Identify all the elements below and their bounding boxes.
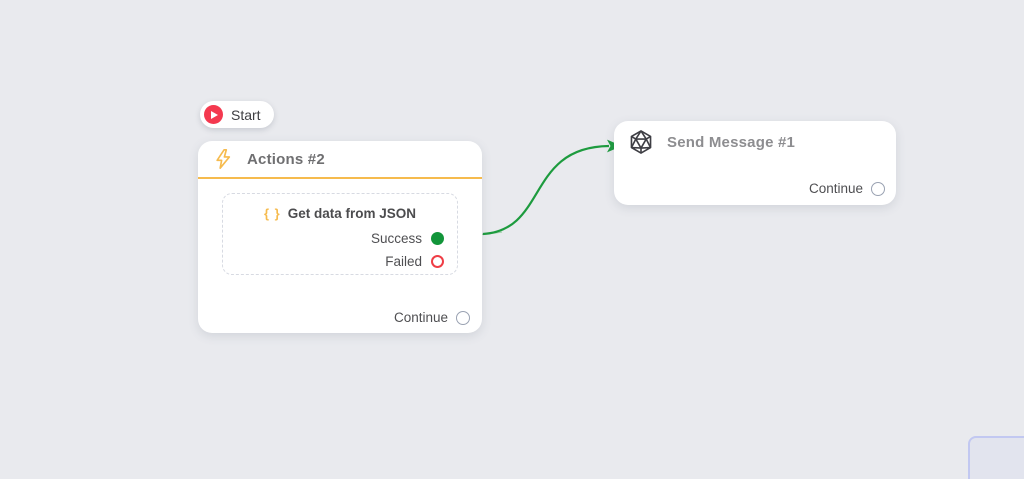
braces-icon: { } bbox=[263, 205, 281, 221]
success-port-row: Success bbox=[223, 227, 457, 250]
action-item-label: Get data from JSON bbox=[287, 205, 416, 221]
action-item-get-data-from-json[interactable]: { } Get data from JSON Success Failed bbox=[222, 193, 458, 275]
failed-port[interactable] bbox=[431, 255, 444, 268]
failed-port-label: Failed bbox=[385, 254, 422, 269]
failed-port-row: Failed bbox=[223, 250, 457, 273]
actions-node-header: Actions #2 bbox=[198, 141, 482, 179]
actions-continue-port[interactable] bbox=[456, 310, 470, 325]
send-message-node-title: Send Message #1 bbox=[667, 133, 796, 151]
actions-continue-row: Continue bbox=[394, 310, 470, 325]
message-continue-label: Continue bbox=[808, 181, 863, 196]
lightning-icon bbox=[212, 146, 234, 172]
actions-continue-label: Continue bbox=[393, 310, 448, 325]
message-continue-row: Continue bbox=[809, 181, 885, 196]
actions-node-title: Actions #2 bbox=[247, 150, 325, 168]
start-label: Start bbox=[231, 106, 261, 123]
success-port[interactable] bbox=[431, 232, 444, 245]
action-item-title-row: { } Get data from JSON bbox=[223, 199, 457, 227]
message-continue-port[interactable] bbox=[871, 181, 885, 196]
start-node[interactable]: Start bbox=[200, 101, 274, 128]
icosahedron-icon bbox=[628, 129, 654, 155]
send-message-node-header: Send Message #1 bbox=[614, 121, 896, 163]
actions-node[interactable]: Actions #2 { } Get data from JSON Succes… bbox=[198, 141, 482, 333]
connection-success-to-send-message[interactable] bbox=[482, 144, 610, 236]
minimap[interactable] bbox=[968, 436, 1024, 479]
send-message-node[interactable]: Send Message #1 Continue bbox=[614, 121, 896, 205]
play-icon bbox=[204, 105, 223, 124]
success-port-label: Success bbox=[370, 231, 422, 246]
